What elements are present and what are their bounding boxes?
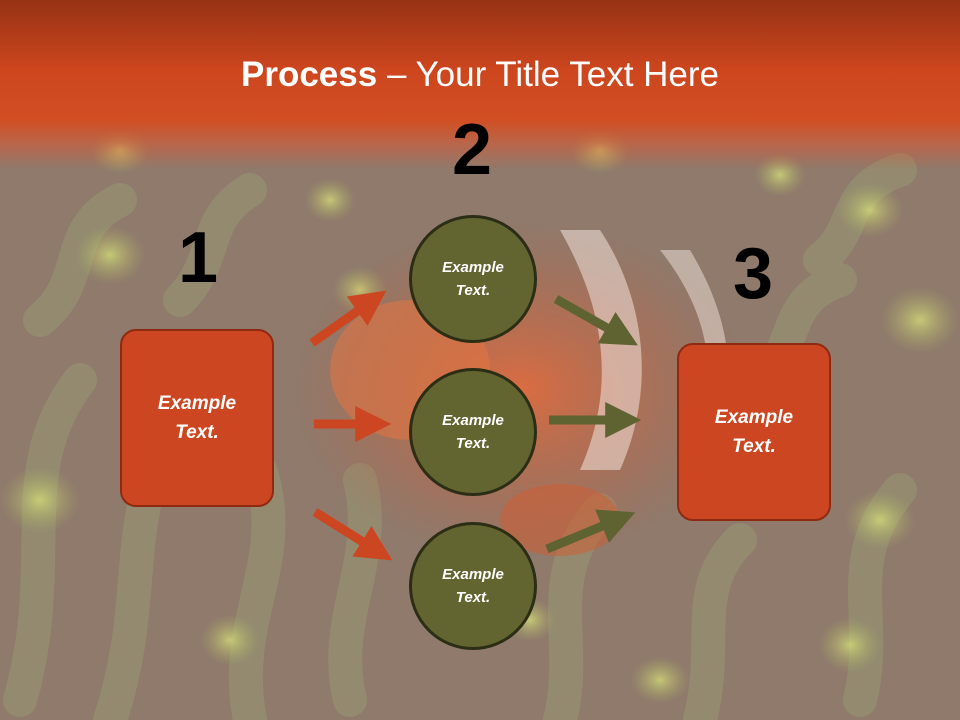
circle-middle[interactable]: Example Text.: [409, 368, 537, 496]
circle-bottom[interactable]: Example Text.: [409, 522, 537, 650]
slide-title: Process – Your Title Text Here: [0, 52, 960, 98]
step-number-3: 3: [732, 234, 774, 314]
step-number-2: 2: [451, 110, 493, 190]
circle-top[interactable]: Example Text.: [409, 215, 537, 343]
title-rest: – Your Title Text Here: [377, 55, 719, 94]
step-number-1: 1: [177, 218, 219, 298]
left-text-box[interactable]: Example Text.: [120, 329, 274, 507]
title-band: [0, 0, 960, 170]
right-text-box[interactable]: Example Text.: [677, 343, 831, 521]
title-bold: Process: [241, 55, 378, 94]
